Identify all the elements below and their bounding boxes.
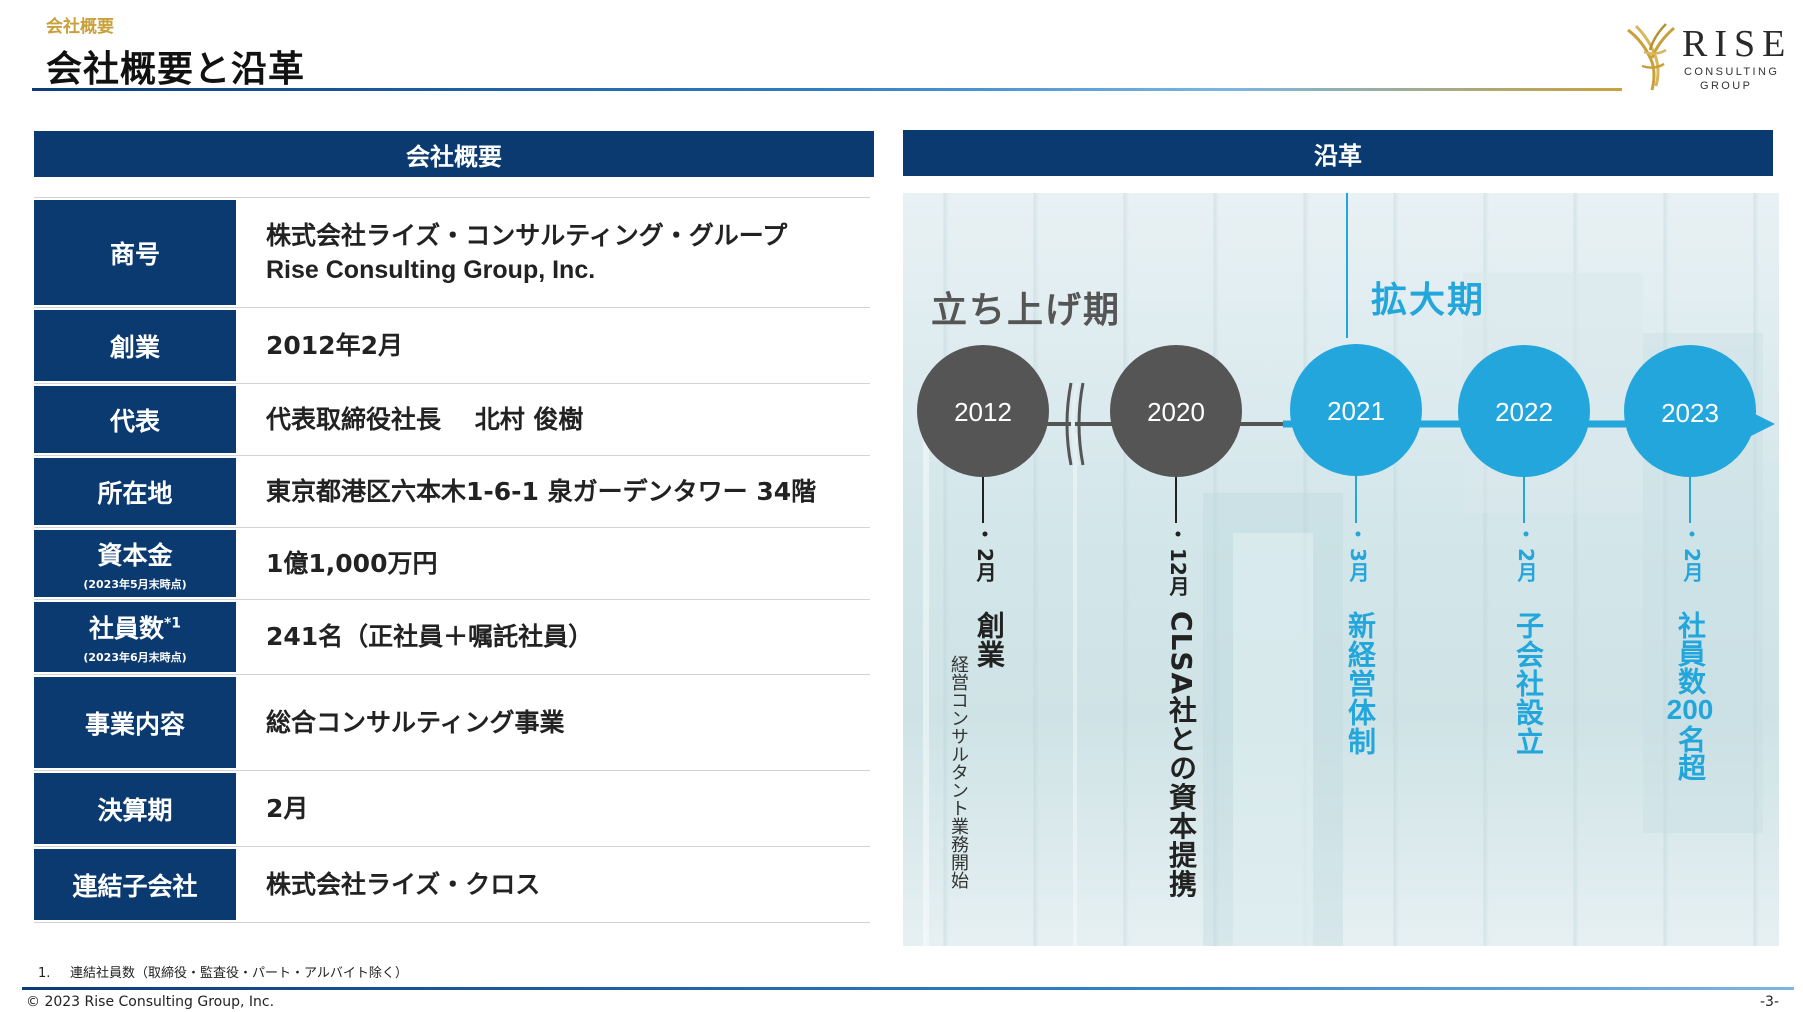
phase-startup-label: 立ち上げ期: [931, 290, 1122, 331]
copyright: © 2023 Rise Consulting Group, Inc.: [26, 994, 275, 1010]
milestone-event: CLSA社との資本提携: [1165, 611, 1198, 899]
row-value: 241名（正社員＋嘱託社員）: [266, 622, 594, 651]
row-label: 決算期: [34, 773, 236, 844]
table-row: 連結子会社 株式会社ライズ・クロス: [34, 846, 870, 923]
rise-logo: RISE CONSULTING GROUP: [1622, 18, 1792, 98]
row-value: 2月: [266, 793, 309, 823]
milestone-subevent: 経営コンサルタント業務開始: [948, 655, 969, 889]
milestone-event: 子会社設立: [1512, 611, 1545, 756]
milestone-event: 新経営体制: [1344, 611, 1377, 756]
break-mark-icon: [1065, 382, 1073, 466]
row-value: 東京都港区六本木1-6-1 泉ガーデンタワー 34階: [266, 476, 817, 506]
row-label: 事業内容: [34, 677, 236, 768]
milestone-circle-2022: [1458, 345, 1590, 477]
timeline-arrow-icon: [1751, 412, 1775, 436]
milestone-month: 12月: [1166, 548, 1190, 596]
rise-logo-mark-icon: [1627, 23, 1675, 91]
row-label: 社員数*1 (2023年6月末時点): [34, 602, 236, 672]
history-section-header: 沿革: [903, 130, 1773, 176]
year-label-2021: 2021: [1327, 396, 1385, 426]
milestone-event: 社員数 200 名超: [1666, 611, 1714, 781]
row-value: 代表取締役社長 北村 俊樹: [266, 404, 584, 434]
row-label: 代表: [34, 386, 236, 453]
logo-wordmark: RISE: [1682, 23, 1793, 65]
logo-sub-group: GROUP: [1700, 80, 1753, 92]
table-row: 商号 株式会社ライズ・コンサルティング・グループ Rise Consulting…: [34, 197, 870, 307]
milestone-month: 2月: [1680, 548, 1704, 582]
phase-expansion-label: 拡大期: [1371, 280, 1486, 321]
overview-section-header: 会社概要: [34, 131, 874, 177]
row-label: 資本金 (2023年5月末時点): [34, 530, 236, 597]
row-label: 創業: [34, 310, 236, 381]
logo-sub-consulting: CONSULTING: [1684, 66, 1780, 78]
table-row: 資本金 (2023年5月末時点) 1億1,000万円: [34, 527, 870, 599]
row-value: 1億1,000万円: [266, 548, 438, 578]
milestone-event: 創業: [973, 611, 1006, 669]
row-value: 株式会社ライズ・コンサルティング・グループ Rise Consulting Gr…: [266, 220, 788, 284]
milestone-circle-2023: [1624, 345, 1756, 477]
row-label: 連結子会社: [34, 849, 236, 920]
history-timeline: 2012 2020 2021 2022 2023 立ち上げ期 拡大期 2月 創業…: [903, 193, 1779, 946]
table-row: 創業 2012年2月: [34, 307, 870, 383]
milestone-circle-2020: [1110, 345, 1242, 477]
footnote: 1.連結社員数（取締役・監査役・パート・アルバイト除く）: [38, 966, 408, 981]
milestone-circle-2012: [917, 345, 1049, 477]
milestone-month: 2月: [1514, 548, 1538, 582]
year-label-2012: 2012: [954, 397, 1012, 427]
breadcrumb: 会社概要: [46, 17, 114, 37]
title-divider: [32, 88, 1622, 91]
timeline-graphic: 2012 2020 2021 2022 2023: [917, 193, 1775, 946]
year-label-2023: 2023: [1661, 398, 1719, 428]
page-title: 会社概要と沿革: [46, 49, 306, 90]
milestone-month: 2月: [973, 548, 997, 582]
table-row: 事業内容 総合コンサルティング事業: [34, 674, 870, 770]
row-value: 株式会社ライズ・クロス: [266, 869, 541, 899]
table-row: 所在地 東京都港区六本木1-6-1 泉ガーデンタワー 34階: [34, 455, 870, 527]
year-label-2020: 2020: [1147, 397, 1205, 427]
row-value: 2012年2月: [266, 330, 403, 360]
table-row: 代表 代表取締役社長 北村 俊樹: [34, 383, 870, 455]
page-number: -3-: [1759, 994, 1779, 1010]
row-label: 商号: [34, 200, 236, 305]
row-value: 総合コンサルティング事業: [266, 707, 565, 737]
row-label: 所在地: [34, 458, 236, 525]
table-row: 決算期 2月: [34, 770, 870, 846]
milestone-circle-2021: [1290, 344, 1422, 476]
footer-divider: [22, 987, 1794, 990]
milestone-month: 3月: [1346, 548, 1370, 582]
year-label-2022: 2022: [1495, 397, 1553, 427]
table-row: 社員数*1 (2023年6月末時点) 241名（正社員＋嘱託社員）: [34, 599, 870, 674]
